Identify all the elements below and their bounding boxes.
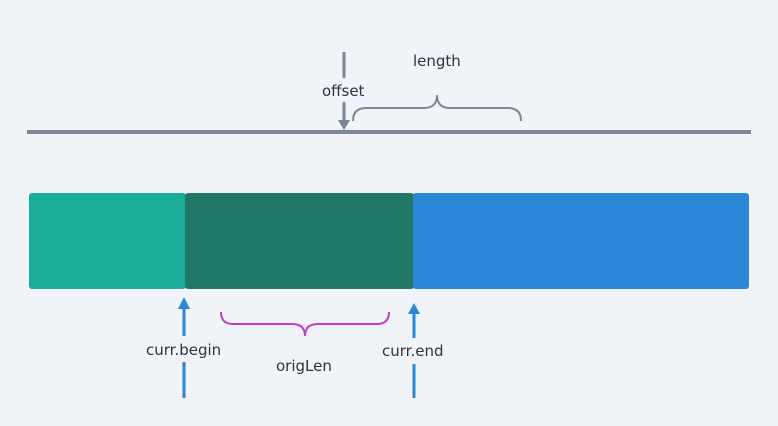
offset-arrow bbox=[338, 52, 350, 130]
curr-end-label: curr.end bbox=[382, 342, 444, 360]
length-label: length bbox=[413, 52, 461, 70]
curr-begin-arrow bbox=[178, 297, 190, 398]
origlen-brace bbox=[220, 311, 390, 337]
segment-left bbox=[29, 193, 186, 289]
segment-right bbox=[413, 193, 749, 289]
curr-end-arrow bbox=[408, 303, 420, 398]
curr-begin-label: curr.begin bbox=[146, 341, 222, 359]
segment-middle bbox=[185, 193, 414, 289]
length-brace bbox=[352, 94, 522, 122]
offset-label: offset bbox=[322, 82, 365, 100]
origlen-label: origLen bbox=[276, 357, 332, 375]
